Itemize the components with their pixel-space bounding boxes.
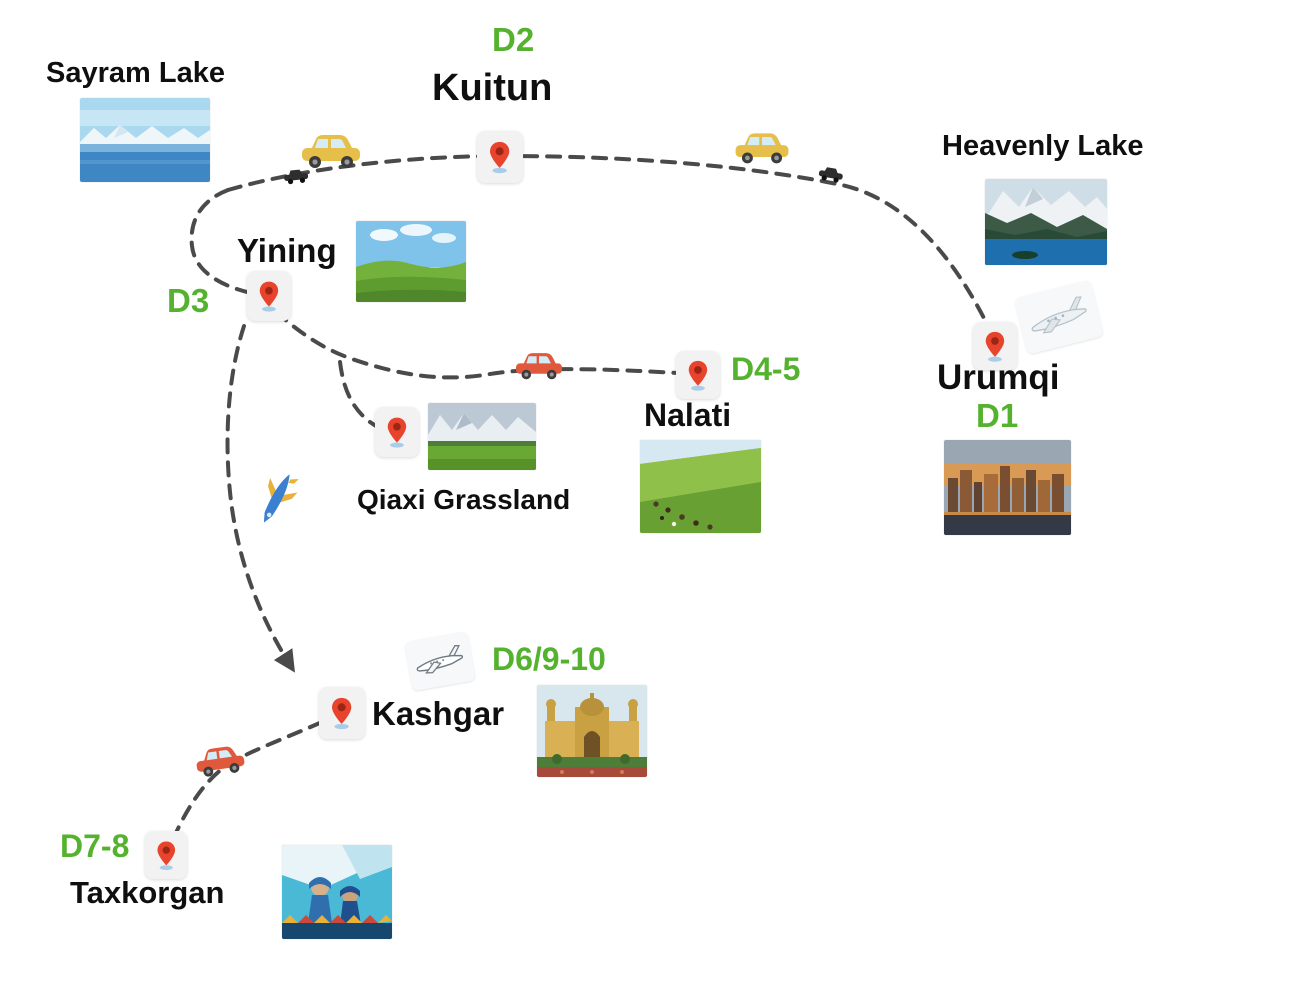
urumqi-plane-icon <box>1014 279 1104 355</box>
nalati-grassland-photo <box>640 440 761 533</box>
heavenly-lake-photo <box>985 179 1107 265</box>
nalati-day-label: D4-5 <box>731 351 801 387</box>
urumqi-city-photo <box>944 440 1071 535</box>
location-pin-icon <box>332 698 352 730</box>
yellow-car-icon <box>731 124 793 170</box>
kashgar-pin <box>319 687 365 739</box>
route-yining-to-kashgar <box>225 324 295 673</box>
nalati-pin <box>676 351 720 399</box>
urumqi-day-label: D1 <box>976 397 1019 434</box>
qiaxi-grassland-label: Qiaxi Grassland <box>357 484 571 515</box>
nalati-label: Nalati <box>644 397 732 433</box>
kashgar-plane-icon <box>404 630 476 692</box>
yining-grassland-photo <box>356 221 466 302</box>
small-dark-car-icon <box>282 167 310 186</box>
blue-plane-icon <box>234 456 320 541</box>
small-dark-car-icon <box>817 164 845 184</box>
location-pin-icon <box>490 142 510 174</box>
sayram-lake-photo <box>80 98 210 182</box>
yining-label: Yining <box>237 232 337 269</box>
taxkorgan-day-label: D7-8 <box>60 828 130 864</box>
kuitun-pin <box>477 131 523 183</box>
location-pin-icon <box>157 841 175 870</box>
yining-pin <box>247 271 291 321</box>
yining-day-label: D3 <box>167 282 210 319</box>
kashgar-label: Kashgar <box>372 695 505 732</box>
kashgar-mosque-photo <box>537 685 647 777</box>
heavenly-lake-label: Heavenly Lake <box>942 130 1144 162</box>
urumqi-pin <box>973 322 1017 370</box>
route-yining-to-nalati <box>274 310 680 380</box>
yellow-car-icon <box>297 126 365 174</box>
kuitun-label: Kuitun <box>432 67 553 109</box>
kuitun-day-label: D2 <box>492 21 535 58</box>
route-sayram-to-urumqi <box>226 153 990 328</box>
red-car-icon <box>512 344 566 386</box>
kashgar-day-label: D6/9-10 <box>492 641 606 677</box>
location-pin-icon <box>387 417 407 448</box>
route-sayram-to-yining <box>189 188 258 296</box>
location-pin-icon <box>688 360 708 391</box>
qiaxi-grassland-photo <box>428 403 536 470</box>
taxkorgan-culture-photo <box>282 845 392 939</box>
urumqi-label: Urumqi <box>937 358 1060 397</box>
qiaxi-pin <box>375 407 419 457</box>
taxkorgan-label: Taxkorgan <box>70 875 225 910</box>
sayram-lake-label: Sayram Lake <box>46 57 225 89</box>
red-car-icon <box>189 734 251 785</box>
taxkorgan-pin <box>145 831 187 879</box>
location-pin-icon <box>259 281 279 312</box>
location-pin-icon <box>985 331 1005 362</box>
